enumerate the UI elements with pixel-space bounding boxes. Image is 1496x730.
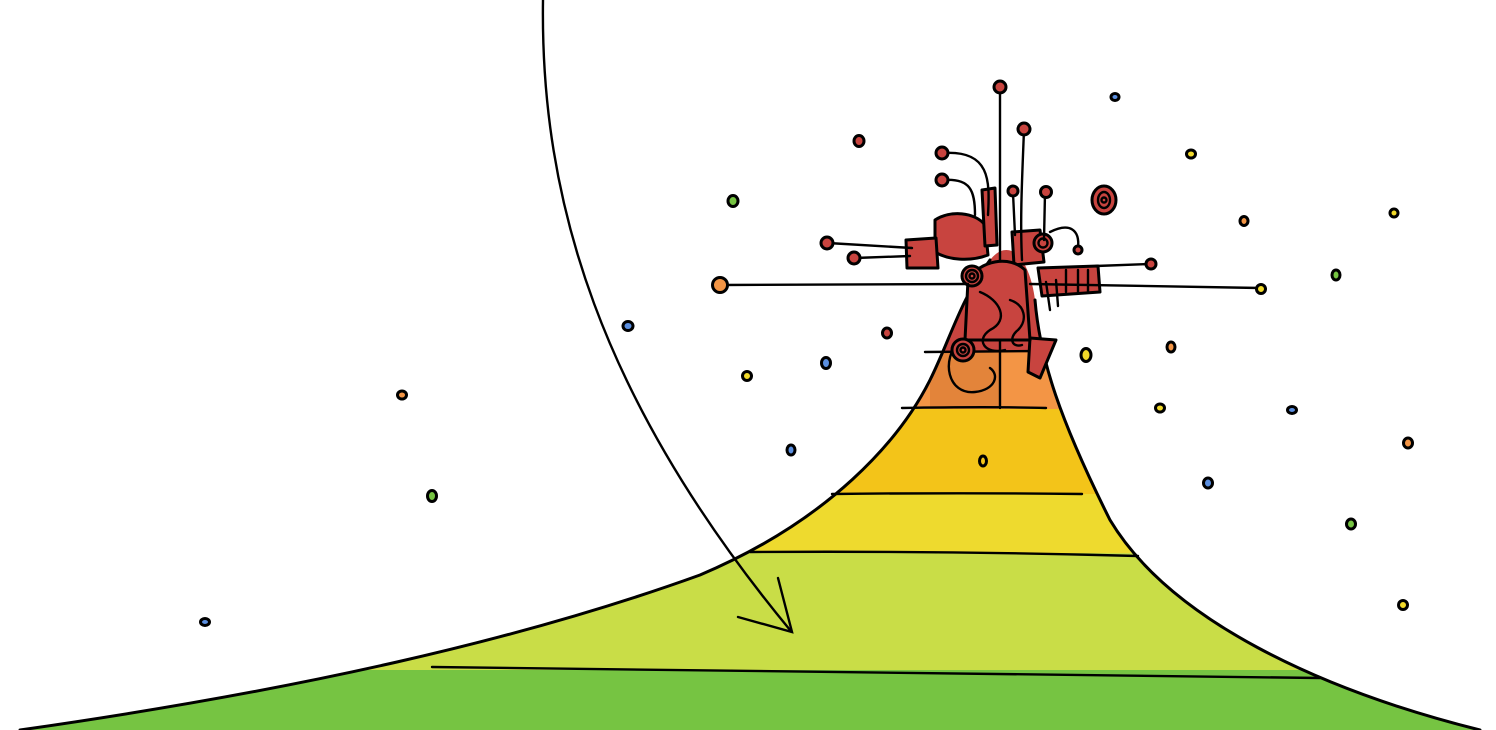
scatter-dot-icon	[883, 328, 892, 338]
scatter-dot-icon	[1146, 259, 1156, 269]
scatter-dot-icon	[1288, 407, 1297, 414]
scatter-dot-icon	[1390, 209, 1398, 217]
scatter-dot-icon	[728, 196, 738, 207]
scatter-dot-icon	[1240, 217, 1248, 226]
scatter-dot-icon	[1347, 519, 1356, 529]
scatter-dot-icon	[936, 147, 948, 159]
scatter-dot-icon	[428, 491, 437, 502]
scatter-dot-icon	[1257, 285, 1266, 294]
scatter-dot-icon	[1008, 186, 1018, 196]
scatter-dot-icon	[1074, 246, 1082, 254]
scatter-dot-icon	[1111, 94, 1119, 101]
scatter-dot-icon	[1332, 270, 1340, 280]
scatter-dot-icon	[848, 252, 860, 264]
scatter-dot-icon	[787, 445, 795, 455]
scatter-dot-icon	[1187, 150, 1196, 158]
scatter-dot-icon	[936, 174, 948, 186]
scatter-dot-icon	[713, 278, 728, 293]
spiral-icon	[952, 339, 974, 361]
band-red	[0, 200, 1496, 351]
scatter-dot-icon	[743, 372, 752, 381]
scatter-dot-icon	[822, 358, 831, 369]
scatter-dot-icon	[623, 322, 633, 331]
scatter-dot-icon	[1081, 349, 1091, 362]
band-yellow-deep	[0, 408, 1496, 494]
scatter-dot-icon	[994, 81, 1006, 93]
scatter-dot-icon	[1204, 478, 1213, 488]
scatter-dot-icon	[1167, 342, 1175, 352]
band-yellow	[0, 493, 1496, 553]
scatter-dot-icon	[1018, 123, 1030, 135]
band-green-light	[0, 552, 1496, 670]
scatter-dot-icon	[854, 136, 864, 147]
scatter-dot-icon	[1041, 187, 1052, 198]
scatter-dot-icon	[1404, 438, 1413, 448]
scatter-dot-icon	[980, 456, 987, 466]
spiral-icon	[1092, 186, 1116, 214]
curved-arrow-icon	[543, 0, 792, 632]
scatter-dot-icon	[1156, 404, 1165, 412]
scatter-dot-icon	[821, 237, 833, 249]
mountain-bands	[0, 200, 1496, 730]
scatter-dot-icon	[201, 619, 210, 626]
scatter-dot-icon	[1399, 601, 1408, 610]
scatter-dot-icon	[398, 391, 407, 399]
